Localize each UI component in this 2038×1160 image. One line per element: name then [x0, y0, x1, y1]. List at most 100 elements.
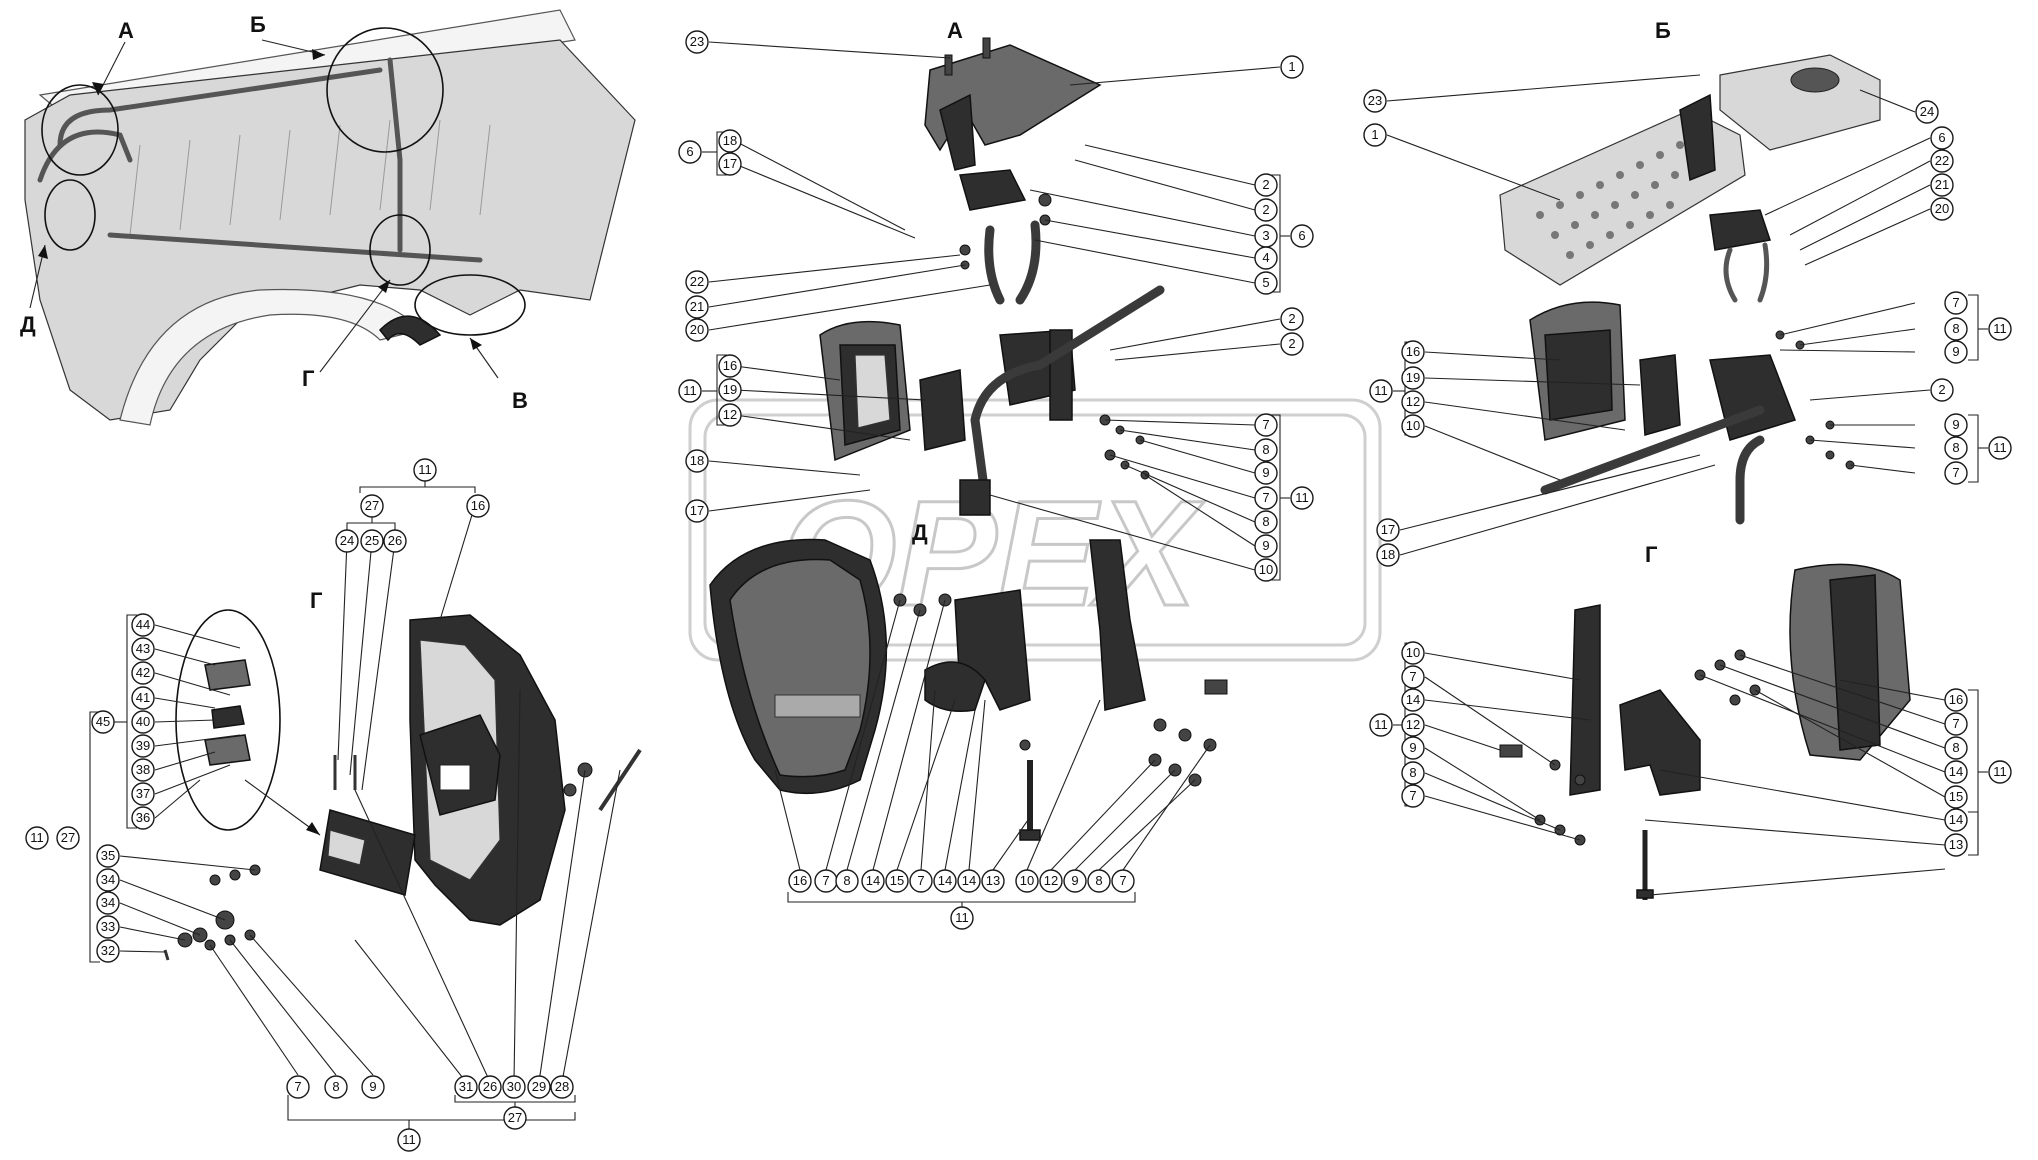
svg-text:16: 16	[1949, 692, 1963, 707]
svg-text:13: 13	[1949, 837, 1963, 852]
svg-text:16: 16	[723, 358, 737, 373]
svg-text:8: 8	[332, 1079, 339, 1094]
callout: 2	[1280, 307, 1304, 331]
svg-text:21: 21	[1935, 177, 1949, 192]
svg-text:19: 19	[1406, 370, 1420, 385]
callout: 12	[1039, 869, 1063, 893]
callout: 12	[1401, 713, 1425, 737]
callout: 14	[957, 869, 981, 893]
svg-text:8: 8	[1262, 514, 1269, 529]
callout: 14	[861, 869, 885, 893]
detail-D-title: Д	[912, 520, 928, 545]
callout: 9	[1944, 340, 1968, 364]
svg-text:14: 14	[962, 873, 976, 888]
callout: 14	[1401, 688, 1425, 712]
svg-text:17: 17	[723, 156, 737, 171]
svg-text:8: 8	[1409, 765, 1416, 780]
svg-text:23: 23	[690, 34, 704, 49]
svg-text:8: 8	[1952, 440, 1959, 455]
callout: 30	[502, 1075, 526, 1099]
detail-view-A: А	[819, 18, 1165, 516]
detail-view-G-left: Г	[163, 588, 642, 961]
callout: 10	[1401, 641, 1425, 665]
svg-text:27: 27	[365, 498, 379, 513]
callout: 11	[1988, 436, 2012, 460]
svg-text:14: 14	[1949, 764, 1963, 779]
svg-text:26: 26	[388, 533, 402, 548]
svg-text:9: 9	[1262, 465, 1269, 480]
svg-text:14: 14	[866, 873, 880, 888]
svg-text:16: 16	[471, 498, 485, 513]
callout: 11	[1369, 379, 1393, 403]
detail-view-D: Д	[709, 520, 1228, 841]
svg-text:31: 31	[459, 1079, 473, 1094]
callout: 24	[1915, 100, 1939, 124]
svg-text:9: 9	[1262, 538, 1269, 553]
svg-text:7: 7	[1952, 716, 1959, 731]
svg-text:11: 11	[418, 462, 432, 477]
svg-text:28: 28	[555, 1079, 569, 1094]
svg-text:1: 1	[1288, 59, 1295, 74]
svg-text:2: 2	[1262, 177, 1269, 192]
svg-text:16: 16	[793, 873, 807, 888]
callout: 9	[1063, 869, 1087, 893]
callout: 9	[1944, 413, 1968, 437]
callout: 14	[1944, 808, 1968, 832]
svg-text:9: 9	[1409, 740, 1416, 755]
callout: 1	[1280, 55, 1304, 79]
callout: 1	[1363, 123, 1387, 147]
svg-text:27: 27	[61, 830, 75, 845]
svg-text:19: 19	[723, 382, 737, 397]
svg-text:20: 20	[1935, 201, 1949, 216]
callout: 9	[361, 1075, 385, 1099]
svg-text:22: 22	[690, 274, 704, 289]
callout: 26	[383, 529, 407, 553]
callout: 19	[1401, 366, 1425, 390]
callout: 28	[550, 1075, 574, 1099]
callout: 2	[1930, 378, 1954, 402]
svg-text:11: 11	[1993, 440, 2007, 455]
svg-text:10: 10	[1020, 873, 1034, 888]
callout: 2	[1254, 173, 1278, 197]
svg-text:1: 1	[1371, 127, 1378, 142]
view-label-G: Г	[302, 366, 315, 391]
svg-text:11: 11	[1993, 764, 2007, 779]
svg-text:7: 7	[1952, 465, 1959, 480]
callout: 7	[1254, 486, 1278, 510]
callout: 22	[1930, 149, 1954, 173]
callout: 8	[1401, 761, 1425, 785]
callout: 14	[1944, 760, 1968, 784]
callout: 11	[25, 826, 49, 850]
svg-text:24: 24	[340, 533, 354, 548]
callout: 33	[96, 915, 120, 939]
callout: 9	[1401, 736, 1425, 760]
callout: 39	[131, 734, 155, 758]
callout: 7	[286, 1075, 310, 1099]
callout: 25	[360, 529, 384, 553]
svg-text:9: 9	[1071, 873, 1078, 888]
callout: 40	[131, 710, 155, 734]
callout: 19	[718, 378, 742, 402]
callout: 17	[718, 152, 742, 176]
svg-text:10: 10	[1259, 562, 1273, 577]
svg-text:6: 6	[686, 144, 693, 159]
svg-text:8: 8	[1952, 321, 1959, 336]
callout: 18	[718, 129, 742, 153]
svg-text:7: 7	[1409, 788, 1416, 803]
callout: 10	[1015, 869, 1039, 893]
svg-text:8: 8	[1095, 873, 1102, 888]
svg-text:12: 12	[1044, 873, 1058, 888]
svg-text:6: 6	[1938, 130, 1945, 145]
callout: 7	[1111, 869, 1135, 893]
callout: 42	[131, 661, 155, 685]
svg-text:33: 33	[101, 919, 115, 934]
svg-text:3: 3	[1262, 228, 1269, 243]
callout: 17	[685, 499, 709, 523]
svg-text:7: 7	[1119, 873, 1126, 888]
svg-text:40: 40	[136, 714, 150, 729]
callout: 21	[1930, 173, 1954, 197]
callout: 18	[685, 449, 709, 473]
callout: 20	[1930, 197, 1954, 221]
svg-text:11: 11	[1374, 383, 1388, 398]
